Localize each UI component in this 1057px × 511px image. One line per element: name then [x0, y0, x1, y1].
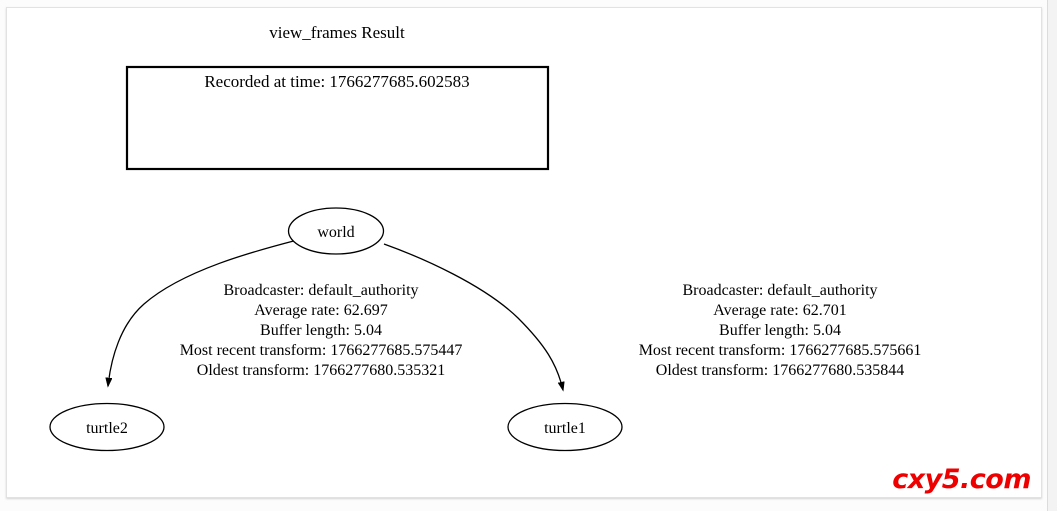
graph-node-turtle2[interactable]: turtle2 [49, 402, 165, 452]
node-world-label: world [317, 224, 354, 241]
vertical-scrollbar[interactable] [1047, 0, 1057, 511]
edge-label-line: Oldest transform: 1766277680.535844 [656, 362, 904, 379]
edge-label-line: Broadcaster: default_authority [682, 282, 877, 299]
node-turtle2-label: turtle2 [86, 420, 128, 437]
graph-node-world[interactable]: world [287, 207, 385, 255]
result-title-box: view_frames Result Recorded at time: 176… [125, 23, 550, 171]
edge-world-turtle1-spline [383, 243, 563, 390]
edge-label-world-turtle1: Broadcaster: default_authority Average r… [639, 282, 922, 379]
result-recorded-time: Recorded at time: 1766277685.602583 [204, 72, 469, 91]
node-world-shape[interactable] [287, 207, 385, 255]
site-watermark: cxy5.com [892, 464, 1031, 495]
node-turtle1-shape[interactable] [507, 402, 623, 452]
edge-label-line: Most recent transform: 1766277685.575447 [180, 342, 463, 359]
edge-world-turtle2-spline [108, 239, 296, 387]
edge-label-line: Buffer length: 5.04 [719, 322, 841, 339]
edge-label-line: Oldest transform: 1766277680.535321 [197, 362, 445, 379]
node-turtle1-label: turtle1 [544, 420, 586, 437]
tf-frames-graph: view_frames Result Recorded at time: 176… [7, 8, 1041, 497]
page-sheet: view_frames Result Recorded at time: 176… [6, 7, 1042, 498]
result-title-heading: view_frames Result [269, 23, 405, 42]
edge-label-line: Most recent transform: 1766277685.575661 [639, 342, 922, 359]
node-turtle2-shape[interactable] [49, 402, 165, 452]
edge-label-line: Buffer length: 5.04 [260, 322, 382, 339]
graph-node-turtle1[interactable]: turtle1 [507, 402, 623, 452]
edge-world-to-turtle2 [108, 239, 296, 387]
edge-label-line: Broadcaster: default_authority [223, 282, 418, 299]
result-title-box-border [125, 65, 550, 171]
edge-label-line: Average rate: 62.697 [254, 302, 387, 319]
edge-label-line: Average rate: 62.701 [713, 302, 846, 319]
edge-world-to-turtle1 [383, 243, 563, 390]
graph-svg: view_frames Result Recorded at time: 176… [49, 23, 922, 452]
edge-label-world-turtle2: Broadcaster: default_authority Average r… [180, 282, 463, 379]
